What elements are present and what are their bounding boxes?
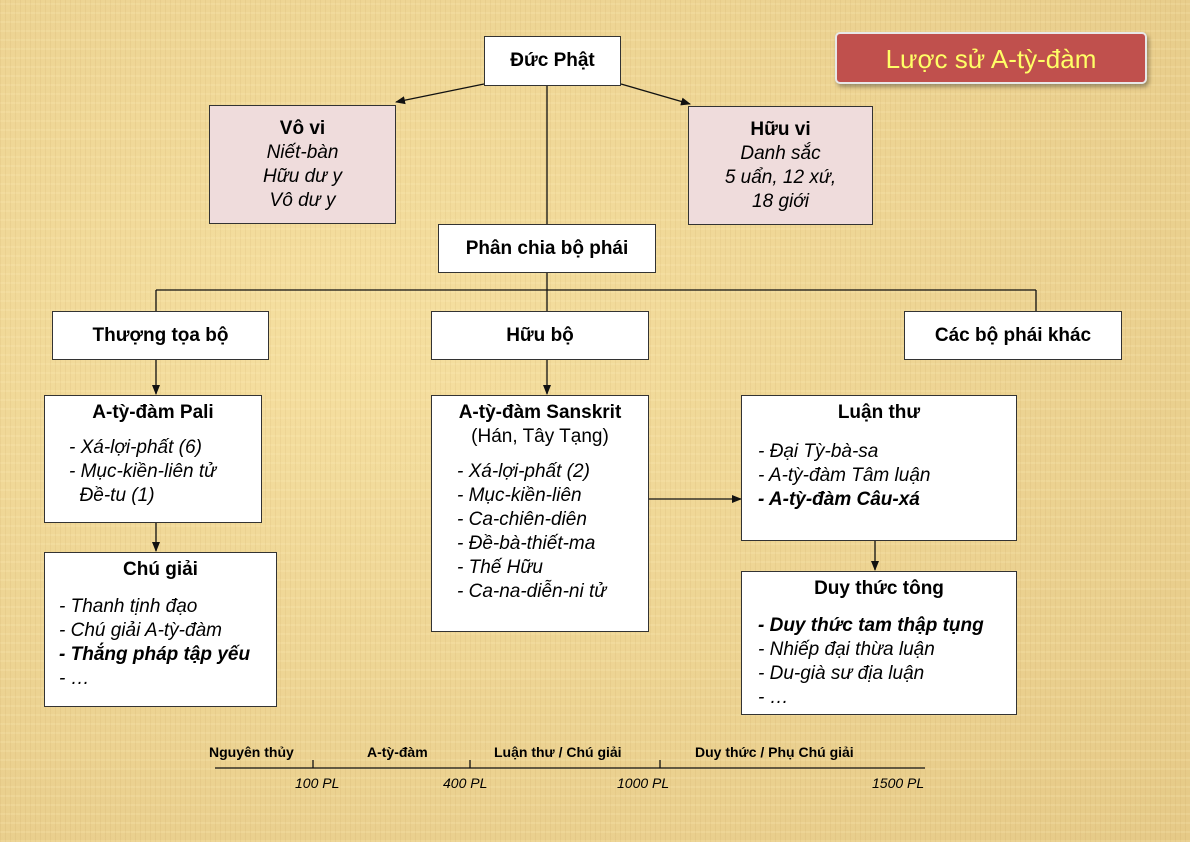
arrow-root-to-huu-vi <box>620 83 691 106</box>
luan-thu-heading: Luận thư <box>837 402 921 423</box>
chu-giai-item: - Chú giải A-tỳ-đàm <box>59 620 222 641</box>
sanskrit-item: - Thế Hữu <box>457 557 543 578</box>
huu-vi-item: Danh sắc <box>740 142 821 164</box>
sanskrit-item: - Xá-lợi-phất (2) <box>457 461 590 482</box>
arrow-root-to-vo-vi <box>395 83 485 105</box>
huu-bo-box: Hữu bộ <box>431 311 649 360</box>
root-box-duc-phat: Đức Phật <box>484 36 621 86</box>
chu-giai-item: - Thắng pháp tập yếu <box>59 644 251 665</box>
vo-vi-item: Vô dư y <box>269 189 336 211</box>
timeline-period-label: Nguyên thủy <box>209 744 294 760</box>
duy-thuc-item: - Duy thức tam thập tụng <box>758 615 984 636</box>
timeline-tick-label: 1000 PL <box>617 775 670 791</box>
luan-thu-box: Luận thư - Đại Tỳ-bà-sa - A-tỳ-đàm Tâm l… <box>741 395 1017 541</box>
sanskrit-box: A-tỳ-đàm Sanskrit (Hán, Tây Tạng) - Xá-l… <box>431 395 649 632</box>
sanskrit-item: - Đề-bà-thiết-ma <box>457 533 596 554</box>
huu-bo-label: Hữu bộ <box>506 324 574 346</box>
timeline-period-label: Duy thức / Phụ Chú giải <box>695 744 854 760</box>
chu-giai-heading: Chú giải <box>123 559 198 580</box>
vo-vi-box: Vô vi Niết-bàn Hữu dư y Vô dư y <box>209 105 396 224</box>
duy-thuc-heading: Duy thức tông <box>814 578 944 599</box>
pali-box: A-tỳ-đàm Pali - Xá-lợi-phất (6) - Mục-ki… <box>44 395 262 523</box>
sanskrit-subheading: (Hán, Tây Tạng) <box>471 426 609 447</box>
timeline-tick-label: 100 PL <box>295 775 340 791</box>
timeline-period-label: Luận thư / Chú giải <box>494 744 622 760</box>
duy-thuc-item: - Nhiếp đại thừa luận <box>758 639 935 660</box>
vo-vi-item: Hữu dư y <box>263 165 342 187</box>
chu-giai-item: - … <box>59 668 90 689</box>
pali-heading: A-tỳ-đàm Pali <box>92 402 214 423</box>
phan-chia-label: Phân chia bộ phái <box>465 237 629 259</box>
cac-bo-phai-khac-box: Các bộ phái khác <box>904 311 1122 360</box>
diagram-title: Lược sử A-tỳ-đàm <box>835 32 1147 84</box>
timeline-tick-label: 400 PL <box>443 775 488 791</box>
vo-vi-heading: Vô vi <box>279 117 326 139</box>
sanskrit-heading: A-tỳ-đàm Sanskrit <box>458 402 622 423</box>
duy-thuc-item: - Du-già sư địa luận <box>758 663 925 684</box>
luan-thu-item: - A-tỳ-đàm Câu-xá <box>758 489 920 510</box>
huu-vi-heading: Hữu vi <box>750 118 811 140</box>
huu-vi-item: 5 uẩn, 12 xứ, <box>724 166 837 188</box>
thuong-toa-bo-label: Thượng tọa bộ <box>92 324 229 346</box>
luan-thu-item: - Đại Tỳ-bà-sa <box>758 441 879 462</box>
sanskrit-item: - Ca-chiên-diên <box>457 509 587 530</box>
root-label: Đức Phật <box>510 50 595 71</box>
huu-vi-box: Hữu vi Danh sắc 5 uẩn, 12 xứ, 18 giới <box>688 106 873 225</box>
chu-giai-box: Chú giải - Thanh tịnh đạo - Chú giải A-t… <box>44 552 277 707</box>
pali-item: - Mục-kiền-liên tử <box>69 461 217 482</box>
chu-giai-item: - Thanh tịnh đạo <box>59 596 198 617</box>
timeline-period-label: A-tỳ-đàm <box>367 744 428 760</box>
duy-thuc-item: - … <box>758 687 789 708</box>
sanskrit-item: - Ca-na-diễn-ni tử <box>457 581 607 602</box>
pali-item: - Xá-lợi-phất (6) <box>69 437 202 458</box>
sanskrit-item: - Mục-kiền-liên <box>457 485 582 506</box>
luan-thu-item: - A-tỳ-đàm Tâm luận <box>758 465 931 486</box>
timeline-tick-label: 1500 PL <box>872 775 925 791</box>
vo-vi-item: Niết-bàn <box>266 141 339 163</box>
duy-thuc-box: Duy thức tông - Duy thức tam thập tụng -… <box>741 571 1017 715</box>
huu-vi-item: 18 giới <box>752 190 809 212</box>
pali-item: Đề-tu (1) <box>69 485 155 506</box>
thuong-toa-bo-box: Thượng tọa bộ <box>52 311 269 360</box>
phan-chia-box: Phân chia bộ phái <box>438 224 656 273</box>
cac-bo-phai-khac-label: Các bộ phái khác <box>934 324 1092 346</box>
